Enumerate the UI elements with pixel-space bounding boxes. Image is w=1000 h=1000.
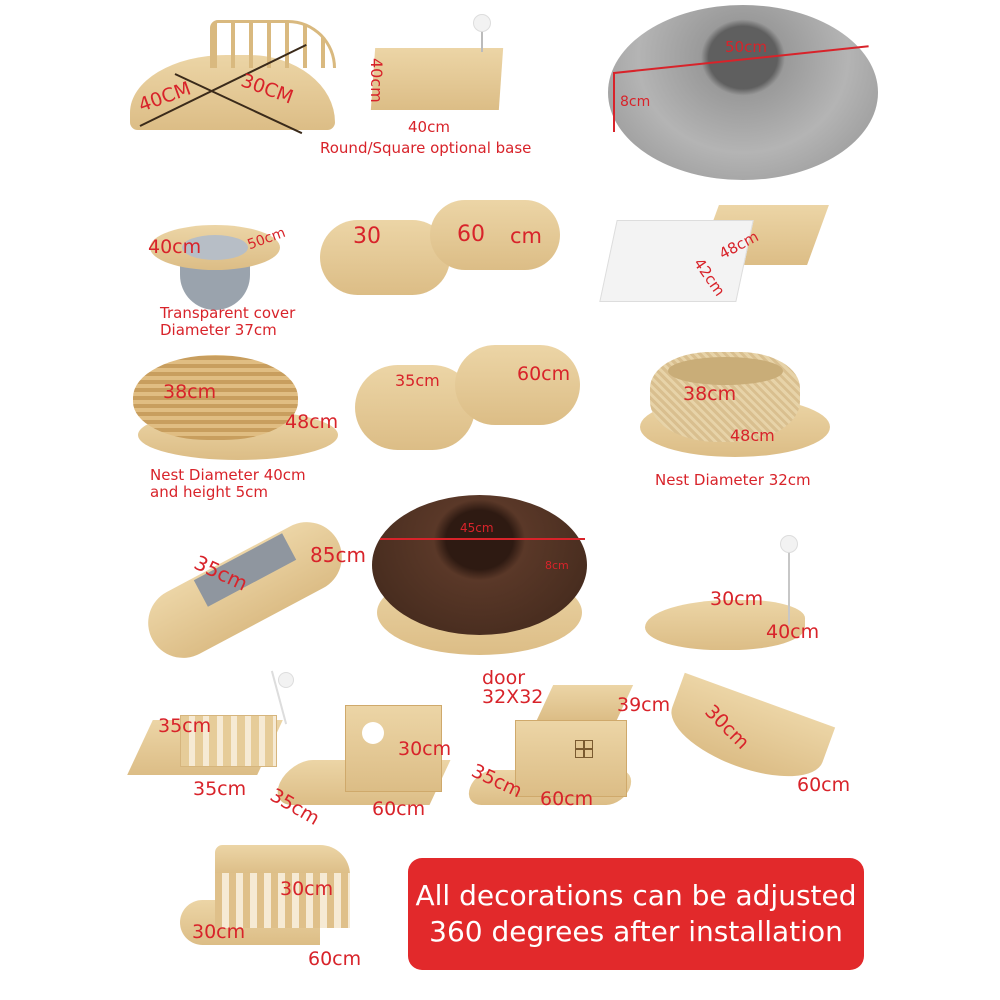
dimension-label: 48cm [285,411,339,433]
dimension-label: 30cm [280,878,334,900]
sisal-nest [640,352,830,462]
dimension-label: 39cm [617,694,671,716]
pompom [473,14,491,32]
dimension-label: 45cm [460,521,494,535]
dimension-label: 30 [353,224,381,249]
dimension-label: 40cm [148,236,202,258]
gray-plush-bed [608,5,878,180]
dimension-label: 30cm [398,738,452,760]
dimension-label: 60cm [308,948,362,970]
dimension-label: 8cm [620,94,651,110]
house [463,680,650,805]
wicker-basket [133,355,343,460]
dimension-label: door [482,667,526,689]
dimension-label: 30cm [710,588,764,610]
square-base [370,48,504,110]
dimension-label: 40cm [367,58,386,103]
dimension-label: 35cm [158,715,212,737]
dimension-label: cm [510,224,543,248]
peanut-rail-platform [355,340,585,450]
dimension-line [613,72,615,132]
dimension-label: 40cm [408,118,450,136]
dimension-label: 60 [457,222,485,247]
caption: Round/Square optional base [320,139,532,157]
banner-line-2: 360 degrees after installation [429,915,843,948]
dimension-label: 30cm [192,921,246,943]
dimension-label: 35cm [193,778,247,800]
dimension-label: 60cm [517,363,571,385]
caption: Nest Diameter 40cm [150,466,306,484]
caption: Diameter 37cm [160,321,277,339]
dimension-label: 50cm [725,38,767,56]
double-nest-rail [320,195,560,295]
caption: Nest Diameter 32cm [655,471,811,489]
dimension-label: 38cm [683,383,737,405]
dimension-label: 40cm [766,621,820,643]
brown-plush-bed [372,495,587,655]
banner-line-1: All decorations can be adjusted [415,879,857,912]
dimension-label: 60cm [372,798,426,820]
toy-wand [481,20,483,52]
slatted-cabin [180,845,365,945]
dimension-label: 60cm [540,788,594,810]
tunnel-box [269,700,460,815]
corner-shelf-rail [130,15,340,135]
dimension-label: 48cm [730,426,775,445]
dimension-label: 8cm [545,559,569,572]
caption: Transparent cover [160,304,296,322]
caption: and height 5cm [150,483,268,501]
space-capsule-bowl [150,225,280,310]
dimension-label: 35cm [395,371,440,390]
dimension-label: 32X32 [482,686,544,708]
step-with-toy [645,530,855,660]
info-banner: All decorations can be adjusted 360 degr… [408,858,864,970]
dimension-label: 38cm [163,381,217,403]
arched-box-toy [127,670,294,780]
dimension-label: 85cm [310,543,366,567]
dimension-label: 60cm [797,774,851,796]
dimension-line [380,538,585,540]
